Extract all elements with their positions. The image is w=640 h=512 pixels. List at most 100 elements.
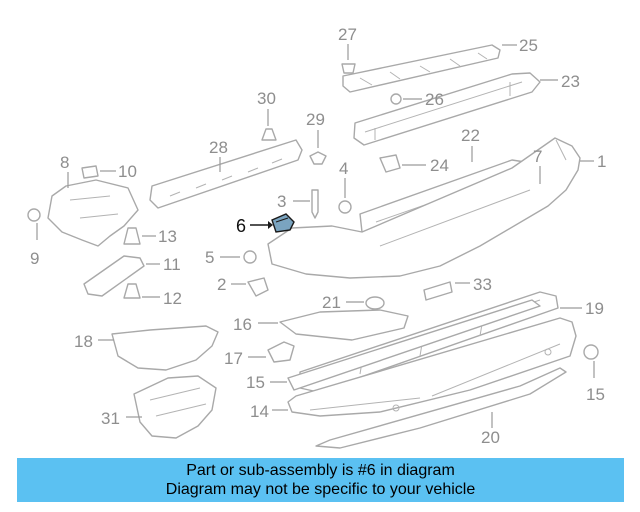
svg-text:17: 17	[224, 349, 243, 368]
svg-text:12: 12	[163, 289, 182, 308]
part-1-bumper-cover	[267, 137, 581, 279]
callout-31-text: 31	[101, 409, 120, 428]
part-4-clip	[338, 200, 352, 214]
info-banner: Part or sub-assembly is #6 in diagram Di…	[17, 458, 624, 502]
svg-text:4: 4	[339, 159, 348, 178]
callout-10: 10	[100, 162, 137, 181]
callout-32: 16	[233, 315, 278, 334]
callout-31: 31 31	[101, 409, 142, 428]
part-33-reflector	[423, 281, 453, 301]
part-17-strip	[287, 299, 541, 391]
part-6-grommet	[271, 213, 295, 233]
svg-text:22: 22	[461, 126, 480, 145]
part-28-absorber	[149, 139, 303, 209]
banner-line-1: Part or sub-assembly is #6 in diagram	[186, 462, 455, 479]
callout-33: 33	[455, 275, 492, 294]
part-32-garnish	[279, 309, 409, 341]
callout-29: 29	[306, 110, 325, 148]
part-23-reinforcement	[353, 72, 541, 146]
part-18-clip	[267, 341, 295, 363]
callout-11: 11	[146, 255, 181, 274]
svg-text:24: 24	[430, 156, 449, 175]
callout-15: 15	[586, 361, 605, 404]
part-30-nut	[261, 128, 277, 141]
callout-24: 24	[402, 156, 449, 175]
banner-line-2: Diagram may not be specific to your vehi…	[165, 481, 476, 498]
svg-text:28: 28	[209, 138, 228, 157]
callout-16: 18	[74, 332, 114, 351]
callout-6: 6	[236, 216, 273, 236]
svg-text:16: 16	[233, 315, 252, 334]
svg-text:18: 18	[74, 332, 93, 351]
callout-12: 12	[142, 289, 182, 308]
svg-text:11: 11	[163, 255, 181, 274]
part-26-bolt	[390, 93, 402, 105]
svg-text:1: 1	[597, 152, 606, 171]
callout-5: 5	[205, 248, 240, 267]
svg-text:29: 29	[306, 110, 325, 129]
svg-text:30: 30	[257, 89, 276, 108]
part-8-side-bracket	[47, 179, 139, 247]
part-25-absorber-strip	[342, 44, 501, 93]
svg-text:20: 20	[481, 428, 500, 447]
svg-text:7: 7	[533, 147, 542, 166]
callout-1: 1	[580, 152, 606, 171]
callout-27: 27	[338, 25, 357, 60]
part-21-sensor	[365, 296, 385, 310]
svg-text:10: 10	[118, 162, 137, 181]
svg-text:25: 25	[519, 36, 538, 55]
callout-14: 14	[250, 402, 288, 421]
part-31-spacer	[133, 375, 217, 439]
svg-text:26: 26	[425, 90, 444, 109]
part-27-clip	[341, 63, 356, 74]
callout-4: 4	[339, 159, 348, 198]
part-9-clip	[27, 208, 41, 222]
part-15-clip	[583, 344, 599, 360]
svg-text:19: 19	[585, 299, 604, 318]
callout-13: 13	[142, 227, 177, 246]
part-16-side-cover	[111, 325, 219, 371]
part-5-clip	[243, 250, 257, 264]
callout-9: 9	[30, 223, 39, 268]
callout-30: 30	[257, 89, 276, 126]
svg-text:3: 3	[277, 192, 286, 211]
callout-20: 20	[481, 412, 500, 447]
callout-17: 15	[246, 373, 287, 392]
part-24-bolt	[379, 154, 401, 173]
part-14-valance	[287, 317, 577, 417]
callout-21: 21	[322, 293, 364, 312]
part-10-clip	[81, 165, 99, 179]
callout-26: 26	[403, 90, 444, 109]
svg-text:6: 6	[236, 216, 246, 236]
callout-22: 22	[461, 126, 480, 162]
parts-diagram: 25 27 23 26 30 29	[27, 25, 606, 449]
part-3-screw	[311, 189, 319, 219]
callout-19: 19	[560, 299, 604, 318]
callout-28: 28	[209, 138, 228, 172]
svg-text:15: 15	[246, 373, 265, 392]
svg-text:27: 27	[338, 25, 357, 44]
callout-3: 3	[277, 192, 310, 211]
svg-text:2: 2	[217, 275, 226, 294]
callout-7: 7	[533, 147, 542, 184]
part-20-moulding	[315, 367, 567, 449]
part-11-bracket	[83, 255, 145, 297]
part-29-clip	[309, 151, 327, 165]
callout-2: 2	[217, 275, 246, 294]
svg-text:15: 15	[586, 385, 605, 404]
part-2-bracket	[247, 277, 269, 297]
svg-text:5: 5	[205, 248, 214, 267]
svg-text:21: 21	[322, 293, 341, 312]
callout-25: 25	[502, 36, 538, 55]
svg-text:23: 23	[561, 72, 580, 91]
callout-8: 8	[60, 153, 69, 188]
svg-text:33: 33	[473, 275, 492, 294]
part-12-nut	[123, 283, 141, 299]
part-13-nut	[123, 227, 141, 245]
callout-18: 17	[224, 349, 266, 368]
svg-text:14: 14	[250, 402, 269, 421]
svg-text:13: 13	[158, 227, 177, 246]
svg-text:9: 9	[30, 249, 39, 268]
svg-text:8: 8	[60, 153, 69, 172]
callout-23: 23	[540, 72, 580, 91]
